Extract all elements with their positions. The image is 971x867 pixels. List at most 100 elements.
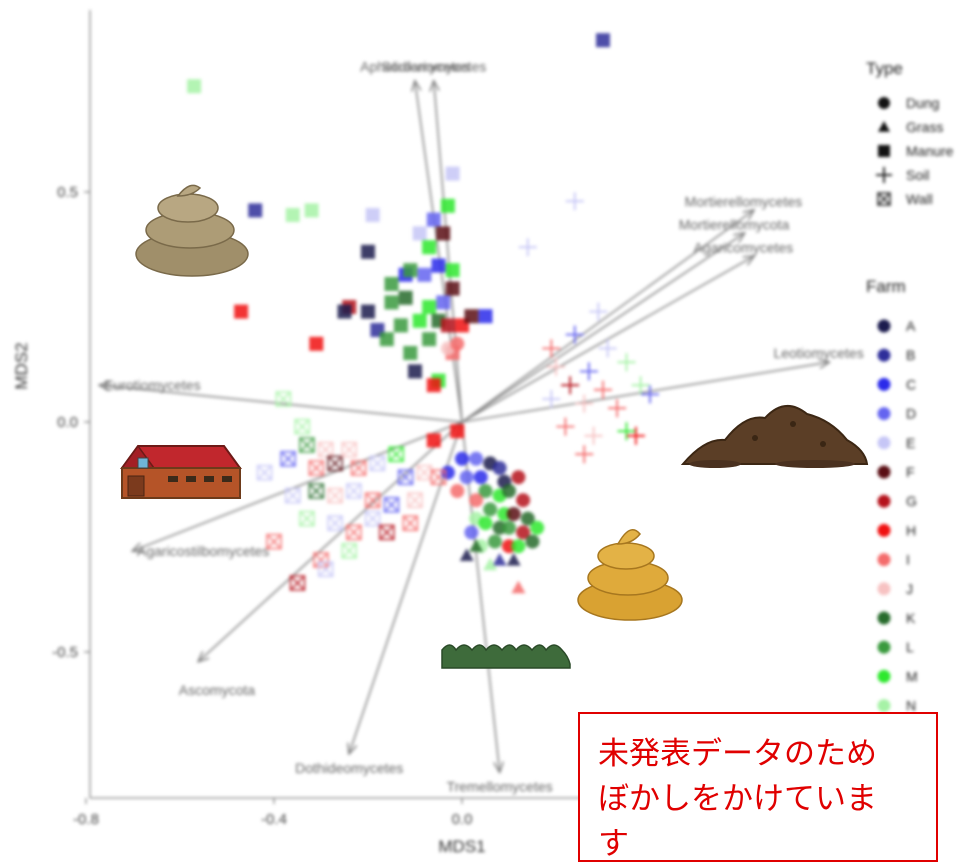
data-point [317,441,334,458]
x-axis-title: MDS1 [438,837,485,856]
data-point [516,525,531,540]
legend-type-title: Type [866,59,903,78]
data-point [542,339,561,358]
legend-type-label: Dung [906,95,939,111]
data-point [575,445,594,464]
data-point [436,226,451,241]
data-point [234,304,249,319]
data-point [266,533,282,550]
data-point [431,258,446,273]
legend: TypeDungGrassManureSoilWallFarmABCDEFGHI… [866,59,954,714]
notice-line: 未発表データのため [598,736,877,772]
data-point [417,267,432,282]
data-point [422,300,437,314]
data-point [294,418,311,435]
vector-arrow [415,82,463,423]
data-point [341,542,358,559]
data-point [341,441,358,458]
legend-farm-label: A [906,318,916,334]
legend-farm-swatch [877,640,891,654]
data-point [596,33,610,48]
data-points [187,33,659,594]
legend-farm-swatch [877,699,891,713]
data-point [299,437,315,453]
legend-farm-label: L [906,639,914,655]
data-point [383,496,400,513]
data-point [308,483,325,499]
notice-box: 未発表データのため ぼかしをかけていま す [578,712,938,862]
data-point [565,325,584,344]
legend-farm-label: D [906,406,916,422]
data-point [445,263,460,278]
legend-farm-label: J [906,581,913,597]
legend-farm-title: Farm [866,277,906,296]
data-point [459,548,474,561]
data-point [364,510,381,527]
data-point [365,208,380,222]
data-point [525,534,540,549]
data-point [487,534,502,549]
legend-farm-swatch [877,669,891,683]
data-point [506,507,521,521]
vector-arrows: SordariomycetesAphelidiomycetesMortierel… [100,59,864,795]
data-point [285,208,300,222]
data-point [327,515,343,532]
legend-farm-label: F [906,464,915,480]
vector-arrow [461,210,753,423]
data-point [422,240,437,255]
data-point [518,238,537,257]
vector-label: Dothideomycetes [295,760,403,776]
data-point [483,557,498,571]
data-point [369,455,386,472]
data-point [478,309,493,324]
data-point [379,332,394,347]
vector-label: Sordariomycetes [381,59,486,75]
grass-icon [441,644,571,669]
vector-arrow [461,362,829,423]
data-point [511,580,526,594]
y-axis-title: MDS2 [12,342,31,389]
data-point [248,203,263,218]
vector-label: Agaricostilbomycetes [137,543,269,559]
legend-farm-swatch [877,348,891,362]
vector-label: Mortierellomycota [679,216,790,232]
legend-farm-label: M [906,668,918,684]
data-point [445,281,460,296]
data-point [626,426,645,445]
poop-icon [577,529,683,621]
data-point [455,451,469,466]
data-point [440,198,455,213]
legend-type-label: Soil [906,167,929,183]
data-point [641,385,659,404]
data-point [631,376,650,395]
data-point [575,394,594,413]
data-point [469,539,484,552]
data-point [561,376,580,395]
legend-farm-swatch [877,523,891,537]
y-tick-label: -0.5 [52,644,78,661]
data-point [309,336,324,351]
data-point [346,483,362,499]
legend-farm-swatch [877,494,891,508]
data-point [579,362,598,381]
data-point [350,460,367,476]
data-point [565,192,584,211]
data-point [187,79,202,94]
legend-type-marker [876,167,892,183]
data-point [506,553,521,566]
x-tick-label: 0.0 [452,811,473,828]
data-point [520,511,535,526]
legend-farm-label: E [906,435,915,451]
data-point [284,487,301,504]
data-point [464,309,479,324]
barn-icon [120,444,242,499]
data-point [511,539,526,554]
data-point [542,390,561,408]
data-point [403,346,418,360]
data-point [299,510,315,527]
data-point [450,484,465,498]
data-point [473,470,488,485]
data-point [388,446,405,463]
